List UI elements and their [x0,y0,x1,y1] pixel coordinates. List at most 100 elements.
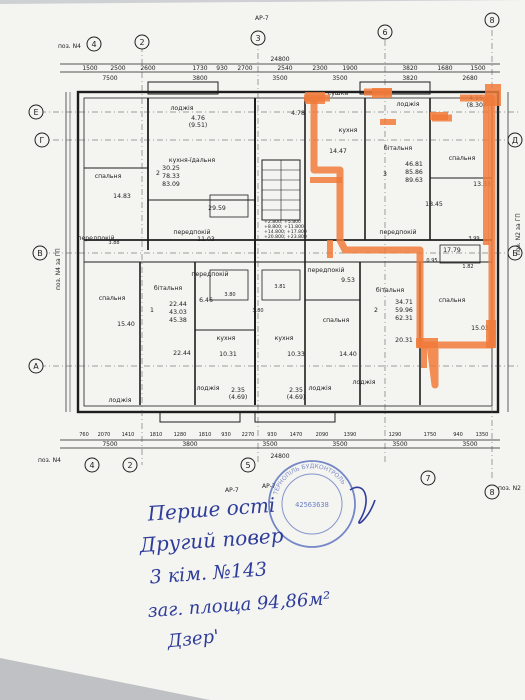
section-mark-n2-side: поз. N2 за ГП [515,213,522,255]
dim-mid-5: 2680 [462,75,477,82]
section-marks: АР-7 АР-7 АР-7 поз. N4 поз. N4 поз. N2 п… [38,15,522,494]
axis-label-ye: Е [33,108,38,117]
section-mark-ar-bl: АР-7 [225,487,239,494]
flat-2b-total2: 62.31 [395,315,413,322]
dim-fine-3: 1810 [150,432,163,438]
dim-top-0: 1500 [82,65,97,72]
axis-label-4b: 4 [89,461,94,470]
room-area-22: 22.44 [173,350,191,357]
stair-note-2: +8.800; +11.800 [264,224,304,230]
room-bedroom-3: спальня [449,155,476,162]
dim-top-11: 1500 [470,65,485,72]
room-loggia-b1: лоджія [196,384,219,392]
section-mark-ar-br: АР-7 [262,483,276,490]
room-bedroom-3-area: 13.33 [473,181,491,188]
room-bedroom-5: спальня [323,317,350,324]
area-small-f: 3.80 [252,308,263,314]
section-mark-n4-bot: поз. N4 [38,457,61,464]
flat-2-number: 2 [156,170,160,177]
room-kitchen-4-area: 10.31 [219,351,237,358]
section-mark-ar-top: АР-7 [255,15,269,22]
room-loggia-b4: лоджія [352,378,375,386]
section-mark-n4-side: поз. N4 за ГП [55,248,62,290]
room-bedroom-4: спальня [99,295,126,302]
dim-fine-15: 1350 [476,432,489,438]
room-kitchen-living-1: кухня-їдальня [169,156,215,164]
room-balcony-1: лоджія [170,104,193,112]
axis-label-g: Г [40,136,45,145]
room-corridor-2: передпокій [379,228,416,236]
flat-2-total2: 83.09 [162,181,180,188]
room-bedroom-5-area: 14.40 [339,351,357,358]
room-kitchen-2-area: 14.47 [329,148,347,155]
dim-bot-3: 3500 [332,441,347,448]
dim-fine-9: 1470 [290,432,303,438]
area-small-g: 0.95 [426,258,437,264]
flat-2b-total: 59.96 [395,307,413,314]
area-small-d: 3.80 [224,292,235,298]
dim-top-9: 3820 [402,65,417,72]
area-small-a: 3.88 [108,240,119,246]
flat-1-total2: 45.38 [169,317,187,324]
room-loggia-b2: лоджія [308,384,331,392]
room-loggia-top: лоджія [396,100,419,108]
dim-fine-5: 1810 [199,432,212,438]
room-bedroom-1-area: 14.83 [113,193,131,200]
flat-1-total: 43.03 [169,309,187,316]
room-drying-area: 4.78 [291,110,305,117]
dim-fine-2: 1410 [122,432,135,438]
section-mark-n2-bot: поз. N2 [498,485,521,492]
room-corridor-5-area: 9.53 [341,277,355,284]
axis-label-7: 7 [425,474,430,483]
dim-bot-4: 3500 [392,441,407,448]
room-corridor-5: передпокій [307,266,344,274]
dim-fine-13: 1750 [424,432,437,438]
dim-bot-0: 7500 [102,441,117,448]
dim-fine-14: 940 [453,432,463,438]
dim-top-8: 1900 [342,65,357,72]
room-corridor-4-area: 6.46 [199,297,213,304]
room-bedroom-6-area: 15.03 [471,325,489,332]
dimension-text-fine: 760 2070 1410 1810 1280 1810 930 2270 93… [79,432,488,438]
axis-label-2b: 2 [127,461,132,470]
axis-label-2: 2 [139,38,144,47]
room-drying: сушка [328,90,348,97]
flat-3-total: 85.86 [405,169,423,176]
room-kitchen-2: кухня [339,127,358,134]
flat-1-living: 22.44 [169,301,187,308]
area-small-c: 1.82 [462,264,473,270]
axis-label-b: Б [512,249,518,258]
dim-top-3: 1730 [192,65,207,72]
axis-label-8: 8 [489,16,494,25]
dim-total-bottom: 24800 [270,453,289,460]
walls [60,63,509,449]
paper-shadow [0,658,210,700]
small-room-areas: 3.88 3.99 1.82 3.80 3.81 3.80 0.95 [108,236,479,314]
room-bedroom-2: бітальня [384,144,413,152]
dim-bot-2: 3500 [262,441,277,448]
area-small-e: 3.81 [274,284,285,290]
room-kitchen-5-area: 10.33 [287,351,305,358]
flat-3-living: 46.81 [405,161,423,168]
area-small-b: 3.99 [468,236,479,242]
flat-1-number: 1 [150,307,154,314]
room-bedroom-6: спальня [439,297,466,304]
dim-fine-1: 2070 [98,432,111,438]
dim-mid-0: 7500 [102,75,117,82]
room-bedroom-1: спальня [95,173,122,180]
room-corridor-3: передпокій [77,234,114,242]
room-balcony-1-area: 4.76(9.51) [189,115,208,129]
dim-top-1: 2500 [110,65,125,72]
dim-top-7: 2300 [312,65,327,72]
room-bedroom-3b-area: 18.45 [425,201,443,208]
dim-mid-4: 3820 [402,75,417,82]
axis-label-3: 3 [255,34,260,43]
dim-bot-5: 3500 [462,441,477,448]
room-kitchen-5: кухня [275,335,294,342]
axis-labels: 2 3 6 8 4 2 5 7 8 4 Е Г В А Д Б [33,16,518,497]
room-corridor-2-area: 17.79 [443,247,461,254]
stair-note-1: +2.800; +5.800 [264,219,301,225]
highlight-blocks [305,84,501,348]
dim-bot-1: 3800 [182,441,197,448]
